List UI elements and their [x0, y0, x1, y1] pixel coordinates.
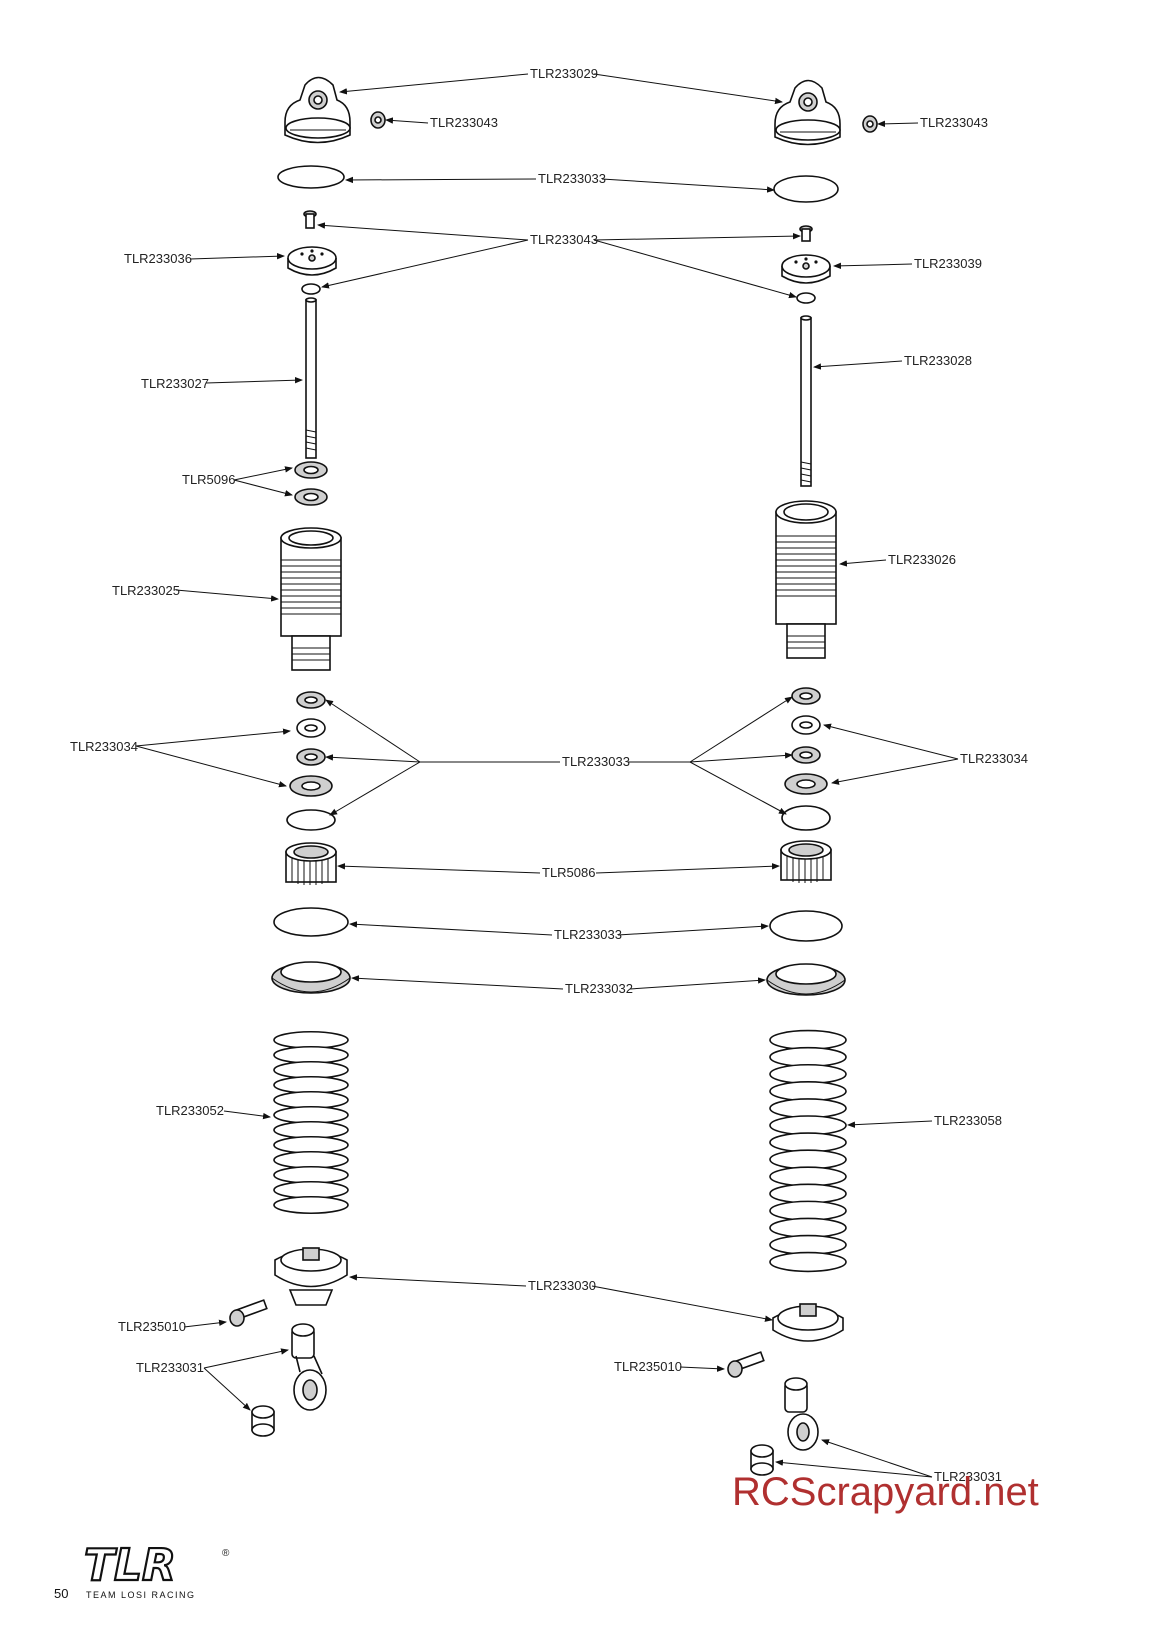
spring-coil: [769, 1098, 847, 1119]
spring-coil: [769, 1132, 847, 1153]
spring-coil: [273, 1135, 349, 1155]
label-piston-left: TLR233036: [124, 251, 192, 266]
spring-coil: [769, 1063, 847, 1085]
right-rod-end-screw: [727, 1351, 765, 1378]
right-small-washer: [796, 292, 816, 304]
label-rod-end-right: TLR233031: [934, 1469, 1002, 1484]
spring-coil: [273, 1120, 349, 1140]
label-cap: TLR233029: [530, 66, 598, 81]
left-rod-end-screw: [229, 1299, 268, 1327]
spring-coil: [273, 1030, 349, 1050]
label-spring-left: TLR233052: [156, 1103, 224, 1118]
label-washers-left: TLR5096: [182, 472, 235, 487]
label-screw-right: TLR235010: [614, 1359, 682, 1374]
left-piston-screw: [303, 210, 317, 229]
label-piston-screws: TLR233043: [530, 232, 598, 247]
label-spring-right: TLR233058: [934, 1113, 1002, 1128]
left-seal-oring: [286, 809, 336, 831]
spring-coil: [273, 1195, 349, 1215]
part-labels: TLR233029 TLR233043 TLR233043 TLR233033 …: [70, 66, 1028, 1484]
spring-coil: [273, 1090, 349, 1110]
label-seals-left: TLR233034: [70, 739, 138, 754]
right-shock-body: [775, 500, 837, 659]
right-big-oring: [769, 910, 843, 942]
right-spring-cup: [772, 1303, 844, 1342]
label-piston-right: TLR233039: [914, 256, 982, 271]
left-shock-cap: [284, 76, 351, 144]
left-piston: [287, 246, 337, 276]
label-cap-screw-right: TLR233043: [920, 115, 988, 130]
label-cap-screw-left: TLR233043: [430, 115, 498, 130]
spring-coil: [273, 1075, 349, 1095]
label-shaft-right: TLR233028: [904, 353, 972, 368]
right-seal-oring: [781, 805, 831, 831]
page-number: 50: [54, 1586, 68, 1601]
left-rod-end: [291, 1323, 327, 1411]
spring-coil: [273, 1165, 349, 1185]
left-spring-collar: [271, 961, 351, 994]
left-big-oring: [273, 907, 349, 937]
right-spring-collar: [766, 963, 846, 996]
right-shock-parts: [727, 79, 878, 1476]
label-rod-end-left: TLR233031: [136, 1360, 204, 1375]
left-rod-end-ball: [251, 1405, 275, 1437]
tlr-logo: TLR: [84, 1540, 176, 1591]
right-shock-shaft: [800, 315, 812, 487]
spring-coil: [769, 1251, 847, 1273]
left-shock-shaft: [305, 297, 317, 459]
spring-coil: [769, 1166, 847, 1187]
right-shock-cap: [774, 79, 841, 146]
footer: 50 TLR ® TEAM LOSI RACING: [54, 1539, 230, 1601]
left-top-oring: [277, 165, 345, 189]
right-rod-end-ball: [750, 1444, 774, 1476]
left-shock-body: [280, 527, 342, 671]
label-big-oring: TLR233033: [554, 927, 622, 942]
right-piston: [781, 254, 831, 284]
left-cap-screw: [370, 111, 386, 129]
left-spring-cup: [274, 1247, 348, 1306]
spring-coil: [769, 1200, 847, 1221]
label-spring-cup: TLR233030: [528, 1278, 596, 1293]
right-bottom-cap: [780, 840, 832, 883]
registered-mark: ®: [222, 1548, 230, 1559]
watermark: RCScrapyard.net: [732, 1470, 1039, 1514]
right-cap-screw: [862, 115, 878, 133]
spring-coil: [769, 1046, 847, 1068]
spring-coil: [769, 1115, 847, 1136]
label-seals-right: TLR233034: [960, 751, 1028, 766]
spring-coil: [273, 1105, 349, 1125]
spring-coil: [273, 1045, 349, 1065]
left-small-washer: [301, 283, 321, 295]
label-collar: TLR233032: [565, 981, 633, 996]
label-bottom-cap: TLR5086: [542, 865, 595, 880]
spring-coil: [769, 1183, 847, 1204]
label-body-left: TLR233025: [112, 583, 180, 598]
label-screw-left: TLR235010: [118, 1319, 186, 1334]
label-body-right: TLR233026: [888, 552, 956, 567]
right-spring: [769, 1029, 847, 1273]
spring-coil: [273, 1150, 349, 1170]
label-top-oring: TLR233033: [538, 171, 606, 186]
spring-coil: [769, 1234, 847, 1256]
right-top-oring: [773, 175, 839, 203]
spring-coil: [273, 1060, 349, 1080]
spring-coil: [273, 1180, 349, 1200]
spring-coil: [769, 1217, 847, 1239]
spring-coil: [769, 1029, 847, 1051]
spring-coil: [769, 1149, 847, 1170]
right-rod-end: [784, 1377, 819, 1451]
left-bottom-cap: [285, 842, 337, 885]
spring-coil: [769, 1081, 847, 1102]
tlr-logo-subtitle: TEAM LOSI RACING: [86, 1590, 196, 1600]
left-shock-parts: [229, 76, 386, 1437]
left-spring: [273, 1030, 349, 1215]
label-seals-mid: TLR233033: [562, 754, 630, 769]
leader-lines: [135, 73, 959, 1478]
right-piston-screw: [799, 225, 813, 242]
label-shaft-left: TLR233027: [141, 376, 209, 391]
